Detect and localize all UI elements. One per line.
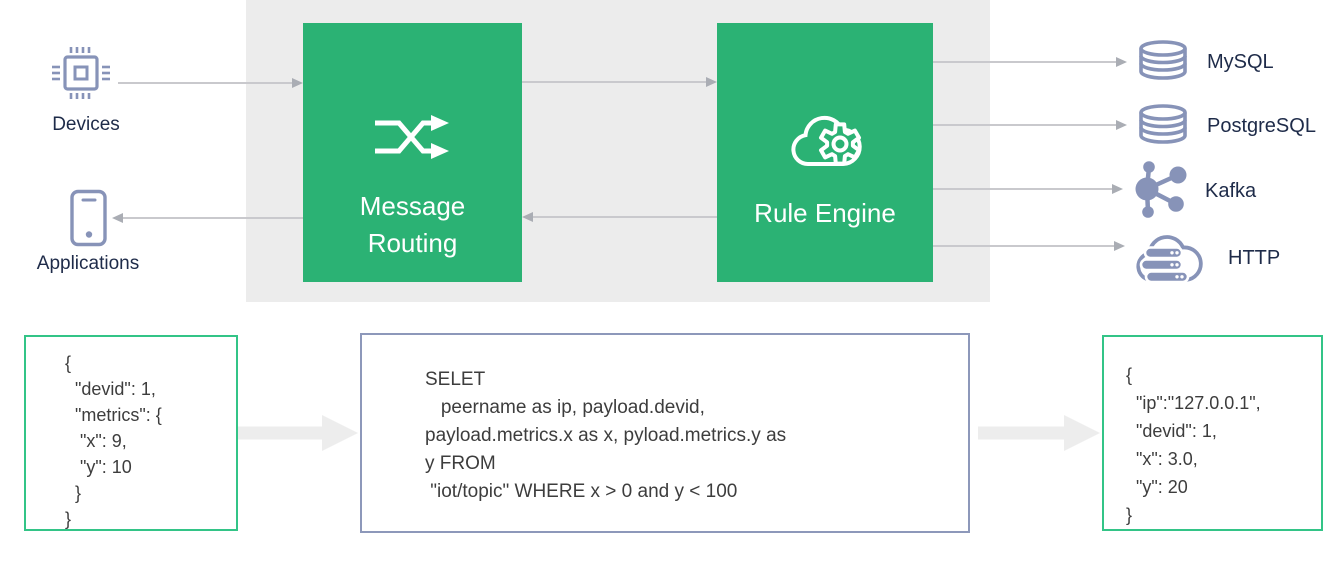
arrow-rule-engine-to-message-routing xyxy=(522,211,717,223)
network-nodes-icon xyxy=(1127,160,1189,223)
input-message-json: { "devid": 1, "metrics": { "x": 9, "y": … xyxy=(65,353,162,529)
cpu-chip-icon xyxy=(46,44,116,106)
sink-row-kafka: Kafka xyxy=(1127,160,1256,223)
message-routing-label: Message Routing xyxy=(359,191,466,258)
rule-engine-node: Rule Engine xyxy=(717,23,933,282)
arrow-devices-to-message-routing xyxy=(118,77,303,89)
rule-sql-box: SELET peername as ip, payload.devid, pay… xyxy=(360,333,970,533)
arrow-rule-engine-to-postgresql xyxy=(933,119,1127,131)
mobile-phone-icon xyxy=(69,189,109,247)
rule-sql-text: SELET peername as ip, payload.devid, pay… xyxy=(425,369,787,502)
thick-arrow-input-to-sql xyxy=(238,413,358,458)
sink-label-postgresql: PostgreSQL xyxy=(1207,115,1316,137)
devices-label: Devices xyxy=(52,114,120,135)
sink-row-mysql: MySQL xyxy=(1135,40,1274,85)
rule-engine-label: Rule Engine xyxy=(754,198,896,228)
sink-label-kafka: Kafka xyxy=(1205,180,1257,202)
sink-label-http: HTTP xyxy=(1228,247,1281,269)
arrow-rule-engine-to-kafka xyxy=(933,183,1123,195)
arrow-message-routing-to-rule-engine xyxy=(522,76,717,88)
arrow-rule-engine-to-http xyxy=(933,240,1125,252)
shuffle-icon xyxy=(303,111,522,163)
arrow-rule-engine-to-mysql xyxy=(933,56,1127,68)
applications-label: Applications xyxy=(36,253,140,274)
database-icon xyxy=(1135,104,1191,149)
output-message-json: { "ip":"127.0.0.1", "devid": 1, "x": 3.0… xyxy=(1126,365,1261,525)
input-message-box: { "devid": 1, "metrics": { "x": 9, "y": … xyxy=(24,335,238,531)
cloud-gear-icon xyxy=(717,101,933,176)
database-icon xyxy=(1135,40,1191,85)
sink-label-mysql: MySQL xyxy=(1207,51,1274,73)
message-routing-node: Message Routing xyxy=(303,23,522,282)
output-message-box: { "ip":"127.0.0.1", "devid": 1, "x": 3.0… xyxy=(1102,335,1323,531)
sink-row-postgresql: PostgreSQL xyxy=(1135,104,1316,149)
sink-row-http: HTTP xyxy=(1128,226,1280,291)
arrow-message-routing-to-applications xyxy=(112,212,303,224)
cloud-servers-icon xyxy=(1128,226,1212,291)
thick-arrow-sql-to-output xyxy=(978,413,1100,458)
